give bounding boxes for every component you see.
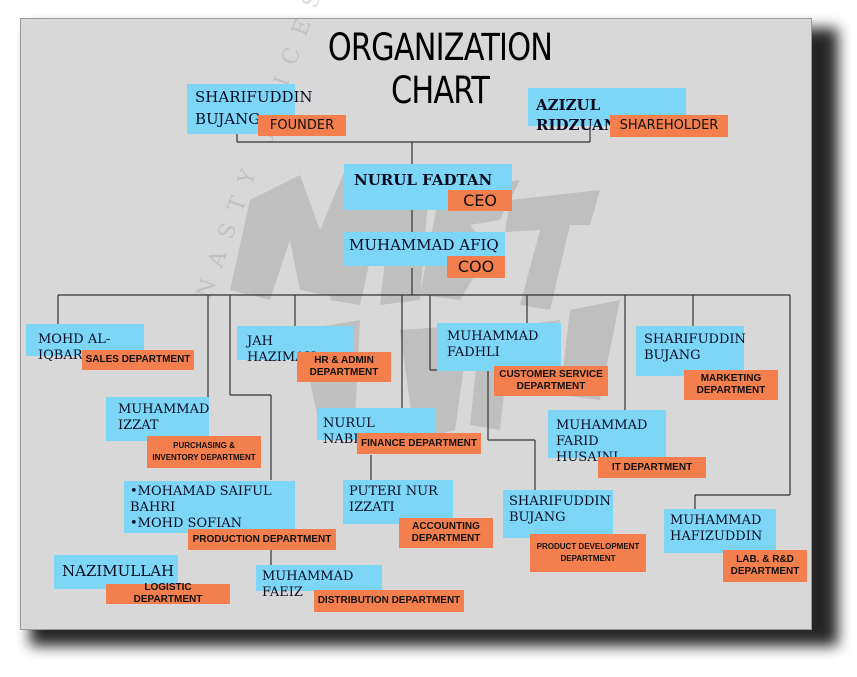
- logistic-role: LOGISTIC DEPARTMENT: [106, 582, 230, 605]
- production-role: PRODUCTION DEPARTMENT: [188, 529, 336, 550]
- accounting-name: PUTERI NUR IZZATI: [343, 480, 453, 524]
- customer-service-role: CUSTOMER SERVICE DEPARTMENT: [494, 366, 608, 396]
- distribution-role: DISTRIBUTION DEPARTMENT: [314, 590, 464, 612]
- accounting-role: ACCOUNTING DEPARTMENT: [399, 518, 493, 548]
- page-title: ORGANIZATION CHART: [327, 26, 553, 112]
- logistic-name: NAZIMULLAH: [54, 555, 178, 589]
- lab-role: LAB. & R&D DEPARTMENT: [723, 550, 807, 582]
- production-name-1: •MOHAMAD SAIFUL BAHRI: [130, 484, 272, 515]
- product-dev-name: SHARIFUDDIN BUJANG: [503, 490, 613, 538]
- hr-role: HR & ADMIN DEPARTMENT: [297, 352, 391, 382]
- purchasing-name: MUHAMMAD IZZAT: [106, 397, 209, 441]
- it-name: MUHAMMAD FARID HUSAINI: [548, 410, 666, 465]
- shareholder-role: SHAREHOLDER: [610, 115, 728, 137]
- sales-role: SALES DEPARTMENT: [82, 350, 194, 370]
- ceo-name: NURUL FADTAN: [344, 164, 512, 210]
- coo-name: MUHAMMAD AFIQ: [343, 232, 505, 266]
- coo-role: COO: [447, 256, 505, 278]
- it-role: IT DEPARTMENT: [598, 457, 706, 478]
- customer-service-name: MUHAMMAD FADHLI: [437, 323, 561, 371]
- marketing-role: MARKETING DEPARTMENT: [684, 370, 778, 400]
- founder-role: FOUNDER: [258, 115, 346, 136]
- distribution-name: MUHAMMAD FAEIZ: [256, 565, 382, 600]
- ceo-role: CEO: [448, 190, 512, 211]
- production-name-2: •MOHD SOFIAN: [130, 516, 243, 531]
- finance-role: FINANCE DEPARTMENT: [357, 433, 481, 454]
- purchasing-role: PURCHASING & INVENTORY DEPARTMENT: [147, 436, 261, 468]
- production-names: •MOHAMAD SAIFUL BAHRI •MOHD SOFIAN: [124, 481, 295, 533]
- marketing-name: SHARIFUDDIN BUJANG: [636, 326, 746, 376]
- lab-name: MUHAMMAD HAFIZUDDIN: [664, 509, 776, 553]
- product-dev-role: PRODUCT DEVELOPMENT DEPARTMENT: [530, 534, 646, 572]
